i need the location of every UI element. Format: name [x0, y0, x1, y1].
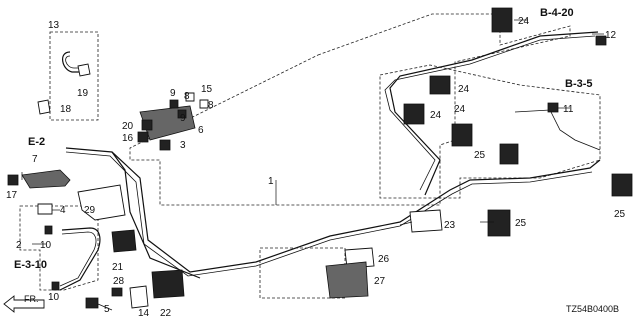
callout-20: 20	[122, 121, 134, 132]
clip-16	[137, 131, 149, 143]
group-outline-lower-left	[19, 205, 99, 291]
reference-e-3-10[interactable]: E-3-10	[14, 259, 47, 271]
leader-lines	[21, 19, 604, 311]
bolt-28	[111, 287, 123, 297]
nut-9a	[169, 99, 179, 109]
group-outline-upper-left	[49, 31, 99, 121]
clip-22	[151, 269, 185, 299]
bracket-14	[129, 285, 149, 309]
callout-17: 17	[6, 190, 18, 201]
reference-b-3-5[interactable]: B-3-5	[565, 78, 593, 90]
callout-13: 13	[48, 20, 60, 31]
clip-24-mid3	[451, 123, 473, 147]
clip-24-mid1	[429, 75, 451, 95]
clip-19	[77, 63, 91, 77]
callout-3: 3	[180, 140, 186, 151]
clip-4	[37, 203, 53, 215]
bracket-29	[77, 184, 126, 221]
callout-5: 5	[104, 304, 110, 315]
callout-24d: 24	[454, 104, 466, 115]
group-outline-rear	[379, 64, 601, 199]
callout-25c: 25	[614, 209, 626, 220]
reference-e-2[interactable]: E-2	[28, 136, 45, 148]
nut-8b	[199, 99, 209, 109]
callout-11: 11	[563, 104, 574, 115]
clip-23	[409, 209, 443, 233]
callout-22: 22	[160, 308, 172, 319]
bracket-7	[21, 169, 71, 189]
callout-25a: 25	[474, 150, 486, 161]
callout-2: 2	[16, 240, 22, 251]
callout-9a: 9	[170, 88, 176, 99]
clip-24-top	[491, 7, 513, 33]
clip-21	[111, 229, 137, 253]
direction-label: FR.	[24, 294, 39, 304]
callout-26: 26	[378, 254, 390, 265]
callout-6: 6	[198, 125, 204, 136]
callout-21: 21	[112, 262, 124, 273]
callout-16: 16	[122, 133, 134, 144]
clamp-10b	[51, 281, 60, 291]
front-direction-arrow	[3, 295, 45, 313]
pipe-b35	[514, 109, 601, 151]
connector-12	[595, 35, 607, 46]
hose-13	[62, 51, 82, 73]
callout-29: 29	[84, 205, 96, 216]
callout-27: 27	[374, 276, 386, 287]
clip-27	[325, 261, 369, 299]
hose-10	[59, 227, 101, 291]
callout-1: 1	[268, 176, 274, 187]
callout-24a: 24	[518, 16, 530, 27]
callout-25b: 25	[515, 218, 527, 229]
nut-9b	[177, 109, 187, 119]
callout-24b: 24	[458, 84, 470, 95]
clip-25-c	[487, 209, 511, 237]
callout-10a: 10	[40, 240, 52, 251]
callout-15: 15	[201, 84, 213, 95]
fuel-pipe-main	[65, 31, 601, 279]
callout-24c: 24	[430, 110, 442, 121]
clip-25-a	[499, 143, 519, 165]
clip-18	[37, 99, 51, 115]
nut-8a	[185, 92, 195, 102]
callout-7: 7	[32, 154, 38, 165]
callout-12: 12	[605, 30, 617, 41]
callout-18: 18	[60, 104, 72, 115]
callout-28: 28	[113, 276, 125, 287]
callout-10b: 10	[48, 292, 60, 303]
clamp-10a	[44, 225, 53, 235]
clip-24-mid2	[403, 103, 425, 125]
callout-23: 23	[444, 220, 456, 231]
diagram-code: TZ54B0400B	[566, 304, 619, 314]
callout-19: 19	[77, 88, 89, 99]
nut-17	[7, 174, 19, 186]
reference-b-4-20[interactable]: B-4-20	[540, 7, 574, 19]
callout-4: 4	[60, 205, 66, 216]
clip-25-b	[611, 173, 633, 197]
connector-11	[547, 102, 559, 113]
callout-9b: 9	[180, 113, 186, 124]
clip-3	[159, 139, 171, 151]
callout-8b: 8	[208, 100, 214, 111]
group-outline-main-pipe	[129, 13, 571, 206]
callout-14: 14	[138, 308, 150, 319]
grommet-5	[85, 297, 99, 309]
group-outline-clip-area	[259, 247, 346, 299]
clip-20	[141, 119, 153, 131]
callout-8a: 8	[184, 91, 190, 102]
